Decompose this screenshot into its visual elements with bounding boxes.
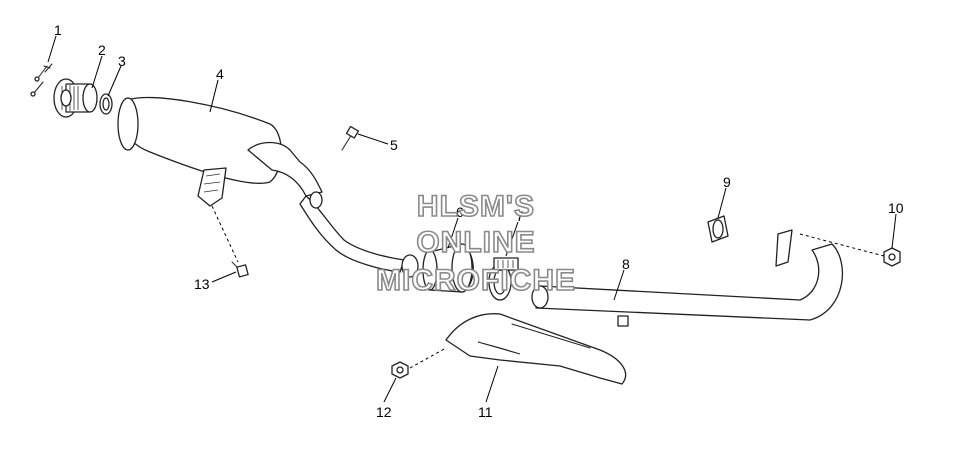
- part-1-screws: [30, 63, 53, 97]
- callout-4: 4: [216, 66, 224, 82]
- callout-8: 8: [622, 256, 630, 272]
- assembly-lines: [211, 205, 885, 369]
- callout-7: 7: [516, 208, 524, 224]
- part-3-gasket: [99, 93, 113, 115]
- part-11-heat-shield: [445, 313, 627, 385]
- callout-9: 9: [723, 174, 731, 190]
- callout-10: 10: [888, 200, 904, 216]
- part-10-nut: [883, 247, 901, 267]
- watermark-line-3: MICROFICHE: [376, 264, 576, 297]
- callout-11: 11: [478, 404, 493, 420]
- callout-2: 2: [98, 42, 106, 58]
- watermark: HLSM'S ONLINE MICROFICHE: [375, 189, 576, 298]
- callout-5: 5: [390, 137, 398, 153]
- part-8-head-pipe: [531, 229, 844, 327]
- callout-1: 1: [54, 22, 62, 38]
- part-2-end-cap: [53, 78, 98, 118]
- callout-13: 13: [194, 276, 210, 292]
- part-13-bolt: [231, 261, 249, 278]
- part-6-coupler: [422, 243, 474, 293]
- callout-12: 12: [376, 404, 392, 420]
- inlet-pipe: [299, 191, 419, 278]
- part-7-clamp: [488, 257, 519, 301]
- callout-labels: 1 2 3 4 5 6 7 8 9 10 11 12 13: [54, 22, 904, 420]
- part-9-seal: [707, 215, 729, 243]
- callout-3: 3: [118, 53, 126, 69]
- leader-lines: [47, 35, 897, 403]
- part-5-bolt: [341, 125, 359, 151]
- part-4-muffler: [117, 96, 323, 207]
- callout-6: 6: [456, 204, 464, 220]
- part-12-screw: [391, 361, 409, 379]
- watermark-line-1: HLSM'S: [417, 190, 535, 223]
- watermark-line-2: ONLINE: [416, 226, 535, 259]
